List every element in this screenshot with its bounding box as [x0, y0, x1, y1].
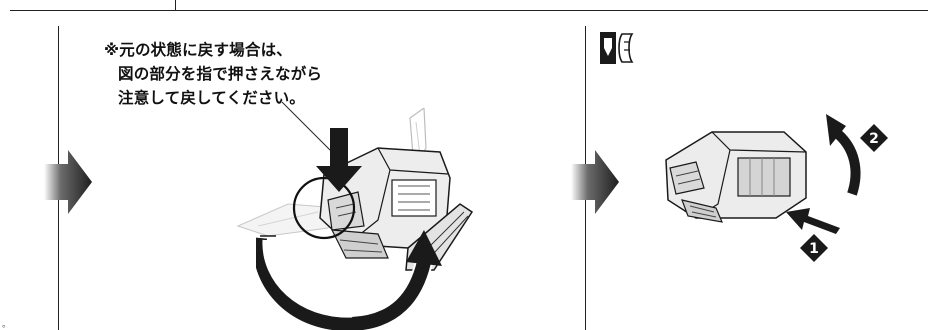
leader-line: [281, 101, 339, 159]
note-line-2: 図の部分を指で押さえながら: [118, 65, 323, 83]
top-rule: [10, 10, 928, 11]
page-corner-mark: 。: [2, 320, 12, 330]
note-line-3: 注意して戻してください。: [118, 89, 306, 107]
reverse-transform-symbol-icon: [600, 32, 634, 64]
top-tab-divider: [175, 0, 176, 10]
robot-toy-transform-icon: [236, 108, 474, 271]
svg-text:1: 1: [809, 241, 819, 257]
curved-arrow-icon: [826, 114, 861, 196]
push-arrow-icon: [786, 208, 840, 234]
step-arrow-icon: [571, 150, 619, 214]
note-line-1: ※元の状態に戻す場合は、: [104, 41, 292, 59]
rotate-curved-arrow-icon: [256, 230, 442, 330]
restore-instruction-note: ※元の状態に戻す場合は、 図の部分を指で押さえながら 注意して戻してください。: [104, 38, 424, 110]
vehicle-mode-toy-icon: [665, 131, 807, 223]
step-arrow-icon: [44, 150, 92, 214]
step-1-marker: 1: [800, 234, 828, 262]
svg-text:2: 2: [869, 131, 879, 147]
step-2-marker: 2: [860, 124, 888, 152]
